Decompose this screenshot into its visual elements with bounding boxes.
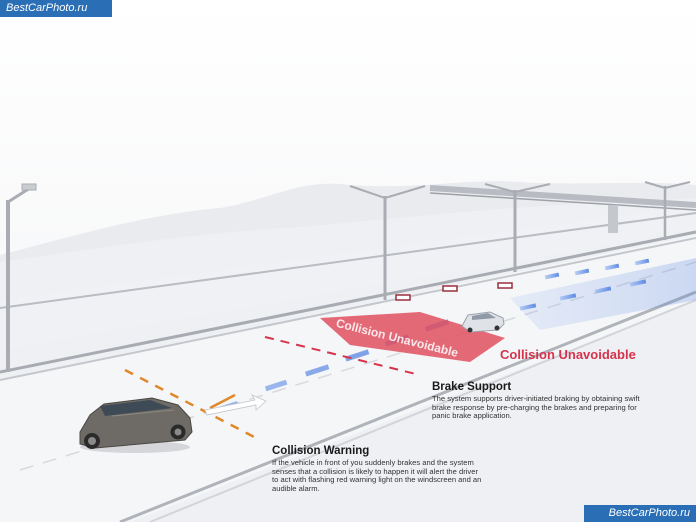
guard-rail-middle (0, 230, 696, 374)
collision-zone (320, 312, 505, 362)
radar-sweep (510, 258, 696, 330)
watermark-top: BestCarPhoto.ru (0, 0, 112, 17)
brake-support-annotation: Brake Support The system supports driver… (432, 380, 642, 421)
collision-warning-description: If the vehicle in front of you suddenly … (272, 458, 482, 493)
guard-rail-near (119, 290, 696, 522)
guard-rail-near-2 (149, 299, 696, 522)
collision-threshold-line (264, 336, 421, 376)
watermark-bottom: BestCarPhoto.ru (584, 505, 696, 522)
brake-support-description: The system supports driver-initiated bra… (432, 394, 640, 421)
barricades (395, 282, 513, 301)
warning-line-near (124, 368, 261, 442)
collision-unavoidable-heading: Collision Unavoidable (500, 347, 636, 362)
street-lights (6, 181, 691, 372)
warning-line-far (209, 393, 236, 410)
following-car (79, 397, 193, 453)
overpass-pillar (608, 205, 618, 233)
overpass-underside (429, 192, 696, 211)
opposite-road (0, 205, 696, 350)
brake-support-heading: Brake Support (432, 381, 512, 393)
guard-rail-far (0, 212, 696, 309)
overpass-deck (429, 185, 696, 208)
collision-warning-annotation: Collision Warning If the vehicle in fron… (272, 444, 484, 493)
direction-arrow (204, 394, 267, 416)
collision-warning-heading: Collision Warning (272, 445, 370, 457)
front-car (461, 311, 505, 333)
guard-rail-middle-2 (0, 237, 696, 381)
